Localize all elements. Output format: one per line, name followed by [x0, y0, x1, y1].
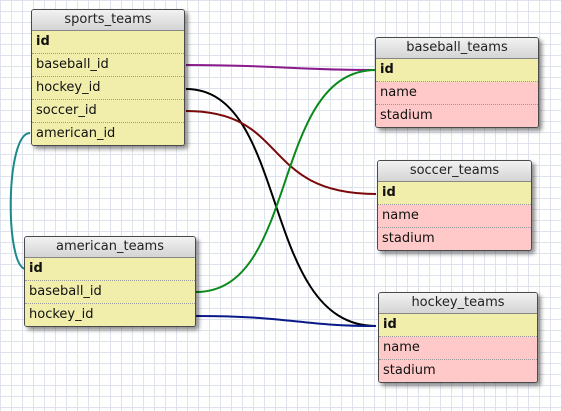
table-hockey-teams[interactable]: hockey_teams id name stadium	[378, 292, 538, 383]
relation-american-hockey-line	[195, 315, 377, 327]
table-sports-teams[interactable]: sports_teams id baseball_id hockey_id so…	[31, 9, 185, 146]
relation-sports-hockey-line	[185, 88, 377, 327]
table-title: soccer_teams	[378, 161, 531, 182]
column-id[interactable]: id	[32, 31, 184, 54]
relation-sports-soccer-line	[185, 110, 377, 195]
column-id[interactable]: id	[376, 59, 538, 82]
column-baseball-id[interactable]: baseball_id	[32, 54, 184, 77]
column-name[interactable]: name	[379, 337, 537, 360]
table-title: sports_teams	[32, 10, 184, 31]
column-baseball-id[interactable]: baseball_id	[25, 281, 195, 304]
table-american-teams[interactable]: american_teams id baseball_id hockey_id	[24, 236, 196, 327]
column-id[interactable]: id	[378, 182, 531, 205]
column-stadium[interactable]: stadium	[376, 105, 538, 127]
column-hockey-id[interactable]: hockey_id	[25, 304, 195, 326]
table-soccer-teams[interactable]: soccer_teams id name stadium	[377, 160, 532, 251]
column-american-id[interactable]: american_id	[32, 123, 184, 145]
column-name[interactable]: name	[376, 82, 538, 105]
column-stadium[interactable]: stadium	[379, 360, 537, 382]
column-soccer-id[interactable]: soccer_id	[32, 100, 184, 123]
column-id[interactable]: id	[379, 314, 537, 337]
column-hockey-id[interactable]: hockey_id	[32, 77, 184, 100]
column-id[interactable]: id	[25, 258, 195, 281]
relation-sports-baseball-line	[185, 64, 377, 71]
table-baseball-teams[interactable]: baseball_teams id name stadium	[375, 37, 539, 128]
column-name[interactable]: name	[378, 205, 531, 228]
table-title: hockey_teams	[379, 293, 537, 314]
table-title: baseball_teams	[376, 38, 538, 59]
relation-american-baseball-line	[195, 69, 377, 293]
column-stadium[interactable]: stadium	[378, 228, 531, 250]
table-title: american_teams	[25, 237, 195, 258]
